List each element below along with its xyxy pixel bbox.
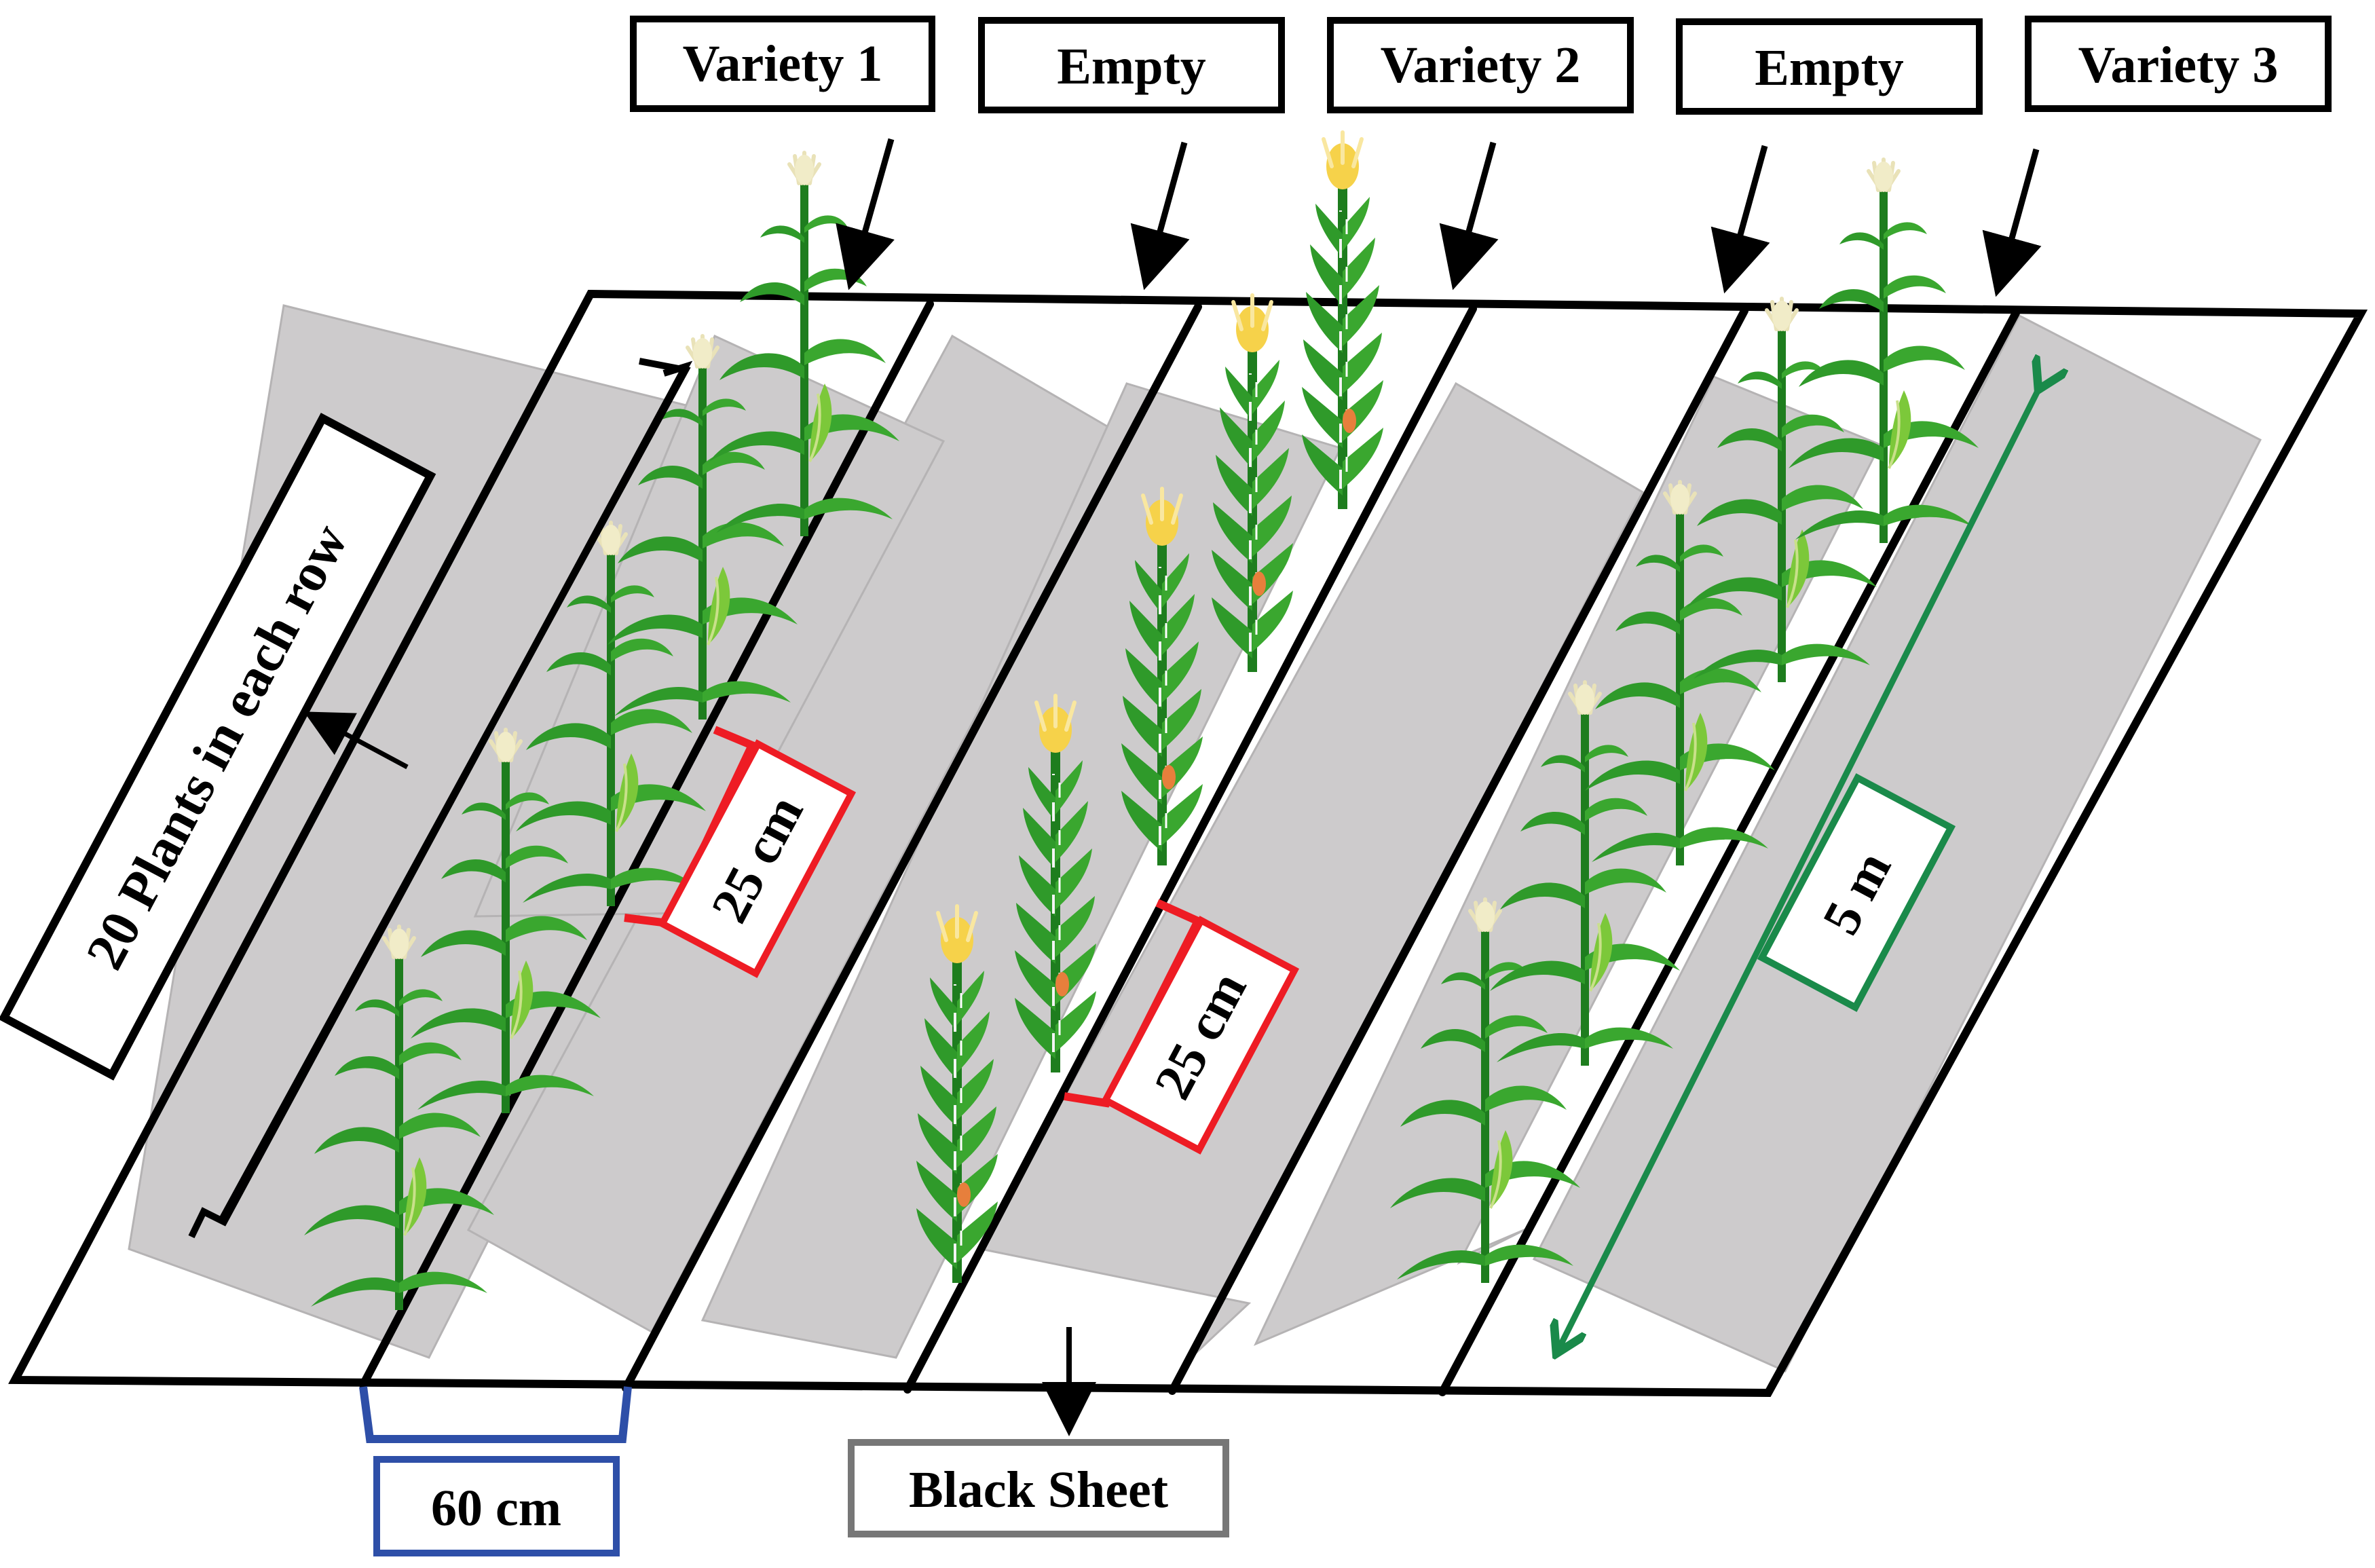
row-width-annotation: 60 cm <box>359 1386 632 1556</box>
label-box-spacing-1 <box>657 739 857 978</box>
field-border <box>8 289 2368 1398</box>
label-box-empty-1 <box>978 17 1285 113</box>
label-row-width: 60 cm <box>431 1480 561 1537</box>
bracket-arrow <box>303 711 409 770</box>
label-box-variety-2 <box>1327 17 1634 113</box>
arrow <box>1710 145 1770 294</box>
row-divider <box>359 300 934 1389</box>
row-divider <box>903 305 1477 1394</box>
label-variety-2: Variety 2 <box>1381 37 1581 94</box>
label-arrows <box>836 138 2042 297</box>
spacing-annotation-2: 25 cm <box>1064 899 1300 1155</box>
label-box-variety-1 <box>630 16 935 112</box>
row-length-annotation: 5 m <box>1558 387 2040 1351</box>
label-variety-3: Variety 3 <box>2078 37 2279 94</box>
label-box-row-length <box>1757 773 1956 1012</box>
sweet-corn-plant <box>1302 132 1383 509</box>
arrow <box>836 138 895 291</box>
arrow <box>1130 141 1190 291</box>
field-outline <box>8 289 2368 1398</box>
label-box-spacing-2 <box>1100 916 1300 1155</box>
width-bracket <box>359 1386 632 1443</box>
label-box-empty-2 <box>1676 18 1983 115</box>
label-box-plants-per-row <box>0 413 436 1081</box>
label-box-row-width <box>373 1456 620 1556</box>
label-variety-1: Variety 1 <box>683 35 883 92</box>
label-empty-1: Empty <box>1057 38 1206 95</box>
arrow <box>1982 148 2042 297</box>
row-bracket <box>217 358 691 1224</box>
label-box-black-sheet <box>848 1439 1229 1537</box>
black-sheet-annotation: Black Sheet <box>848 1327 1229 1537</box>
label-empty-2: Empty <box>1755 39 1904 96</box>
label-black-sheet: Black Sheet <box>909 1461 1168 1518</box>
label-box-variety-3 <box>2025 16 2332 112</box>
arrow <box>1439 141 1499 291</box>
row-divider <box>622 303 1202 1392</box>
length-arrow <box>1558 387 2040 1351</box>
row-labels: Variety 1 Empty Variety 2 Empty Variety … <box>630 16 2332 115</box>
